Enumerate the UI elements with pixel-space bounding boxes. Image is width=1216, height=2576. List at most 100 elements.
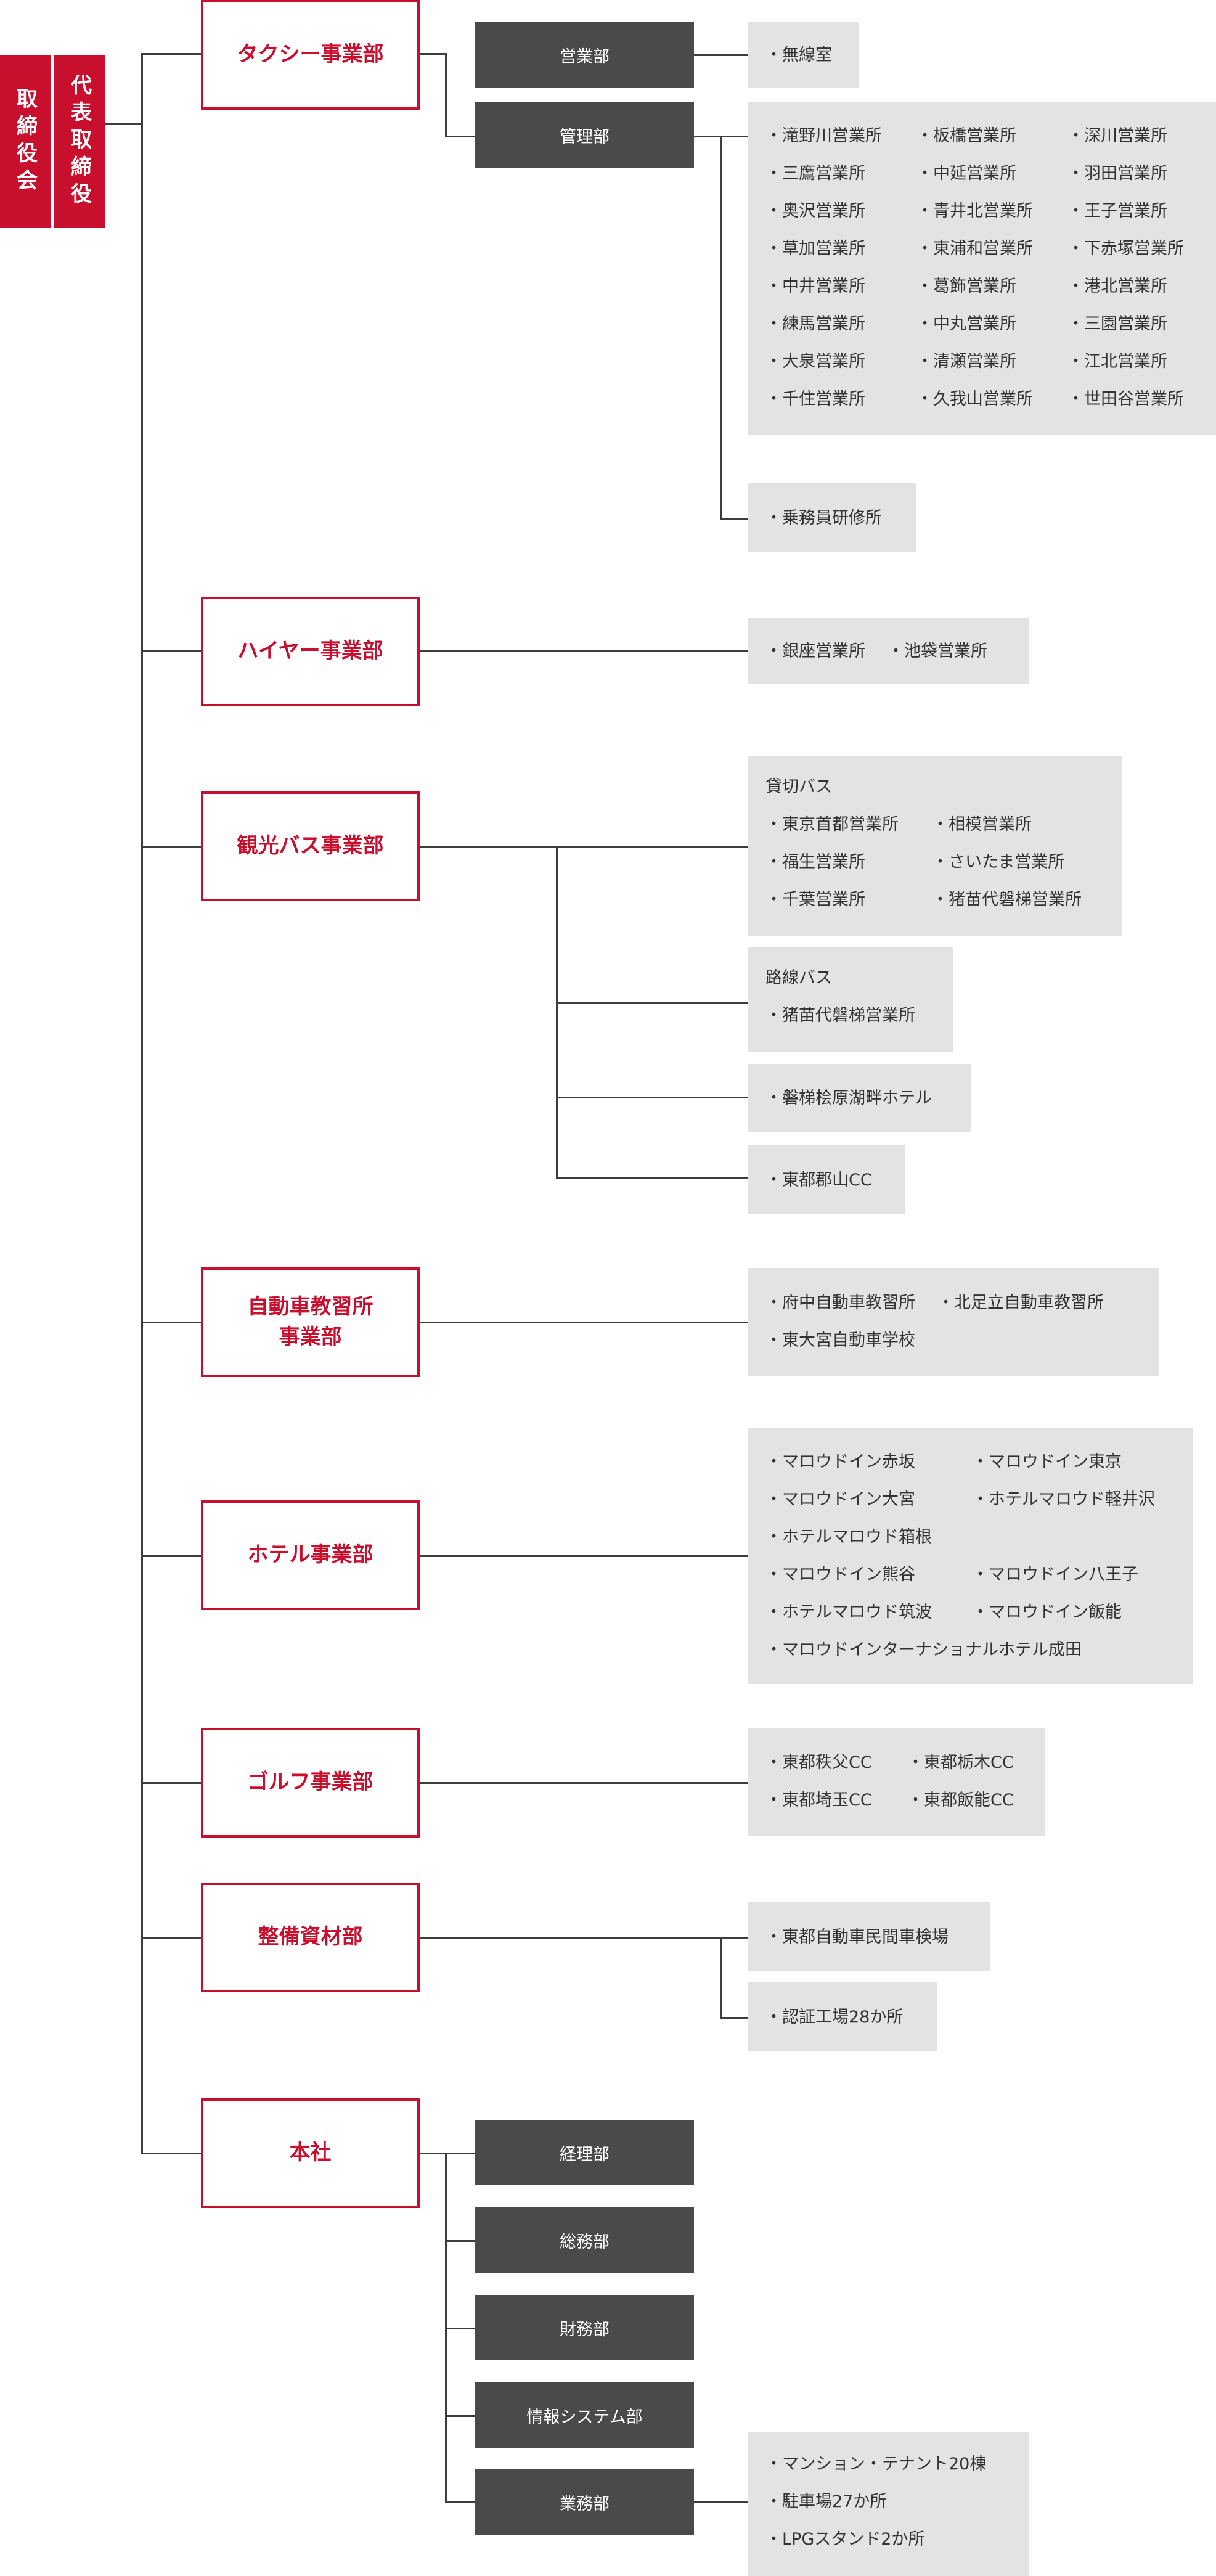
division-school-label-line2: 事業部 <box>279 1325 342 1349</box>
dept-gyomu: 業務部 <box>475 2469 694 2535</box>
connector <box>720 518 748 520</box>
office-item: 久我山営業所 <box>916 380 1067 418</box>
list-taxi-offices: 滝野川営業所 板橋営業所 深川営業所 三鷹営業所 中延営業所 羽田営業所 奥沢営… <box>748 102 1216 435</box>
dept-somu: 総務部 <box>475 2207 694 2273</box>
office-item: 青井北営業所 <box>916 192 1067 230</box>
list-item: 猪苗代磐梯営業所 <box>765 1006 915 1025</box>
dept-eigyo-label: 営業部 <box>560 47 610 67</box>
list-item: さいたま営業所 <box>932 843 1092 881</box>
list-bus-golf: 東都郡山CC <box>748 1145 905 1214</box>
connector <box>694 2501 748 2503</box>
golf-grid: 東都秩父CC 東都栃木CC 東都埼玉CC 東都飯能CC <box>765 1744 1028 1819</box>
office-item: 羽田営業所 <box>1067 155 1203 192</box>
list-item: 無線室 <box>765 36 832 74</box>
connector <box>141 53 202 55</box>
connector <box>141 650 202 652</box>
list-item: 東都栃木CC <box>907 1744 1030 1781</box>
list-item: 府中自動車教習所 <box>765 1284 915 1322</box>
office-item: 中井営業所 <box>765 268 916 305</box>
connector <box>141 1782 202 1784</box>
connector <box>141 1937 202 1939</box>
division-maintenance: 整備資材部 <box>201 1883 420 1992</box>
dept-joho: 情報システム部 <box>475 2382 694 2448</box>
connector <box>420 1555 748 1557</box>
office-item: 清瀬営業所 <box>916 343 1067 380</box>
connector <box>141 846 202 848</box>
ceo-label: 代表取締役 <box>67 74 92 210</box>
office-item: 奥沢営業所 <box>765 192 916 230</box>
list-item: マンション・テナント20棟 <box>765 2445 1012 2483</box>
office-item: 草加営業所 <box>765 230 916 268</box>
dept-joho-label: 情報システム部 <box>526 2407 643 2427</box>
connector <box>445 53 447 137</box>
list-school: 府中自動車教習所 北足立自動車教習所 東大宮自動車学校 <box>748 1268 1159 1376</box>
office-item: 世田谷営業所 <box>1067 380 1203 418</box>
list-golf: 東都秩父CC 東都栃木CC 東都埼玉CC 東都飯能CC <box>748 1728 1045 1836</box>
office-item: 滝野川営業所 <box>765 117 916 155</box>
charter-grid: 東京首都営業所 相模営業所 福生営業所 さいたま営業所 千葉営業所 猪苗代磐梯営… <box>765 806 1104 918</box>
division-hotel: ホテル事業部 <box>201 1500 420 1610</box>
division-school: 自動車教習所 事業部 <box>201 1267 420 1377</box>
list-hire: 銀座営業所 池袋営業所 <box>748 618 1029 684</box>
dept-somu-label: 総務部 <box>560 2232 610 2252</box>
office-item: 三園営業所 <box>1067 305 1203 343</box>
office-item: 中延営業所 <box>916 155 1067 192</box>
connector <box>720 2017 748 2019</box>
office-item: 下赤塚営業所 <box>1067 230 1203 268</box>
list-charter-bus: 貸切バス 東京首都営業所 相模営業所 福生営業所 さいたま営業所 千葉営業所 猪… <box>748 756 1122 936</box>
dept-zaimu-label: 財務部 <box>560 2320 610 2339</box>
connector <box>420 846 748 848</box>
list-item: ホテルマロウド筑波 <box>765 1593 972 1631</box>
list-item: マロウドインターナショナルホテル成田 <box>765 1631 1176 1669</box>
list-item: 東京首都営業所 <box>765 806 932 843</box>
connector <box>420 1937 748 1939</box>
list-item: 福生営業所 <box>765 843 932 881</box>
dept-gyomu-label: 業務部 <box>560 2494 610 2514</box>
dept-zaimu: 財務部 <box>475 2295 694 2360</box>
connector <box>694 54 748 56</box>
connector <box>720 136 722 519</box>
list-item: 相模営業所 <box>932 806 1092 843</box>
connector <box>556 1002 748 1004</box>
dept-keiri-label: 経理部 <box>560 2145 610 2164</box>
division-maintenance-label: 整備資材部 <box>258 1924 363 1950</box>
list-item: 東都埼玉CC <box>765 1781 907 1819</box>
office-item: 王子営業所 <box>1067 192 1203 230</box>
board-box: 取締役会 <box>0 55 51 228</box>
list-item: 千葉営業所 <box>765 881 932 918</box>
list-item: ホテルマロウド軽井沢 <box>972 1481 1194 1518</box>
dept-eigyo: 営業部 <box>475 22 694 88</box>
dept-keiri: 経理部 <box>475 2120 694 2185</box>
division-hq: 本社 <box>201 2098 420 2208</box>
list-item: LPGスタンド2か所 <box>765 2521 1012 2558</box>
list-item: 池袋営業所 <box>888 632 987 670</box>
school-row: 府中自動車教習所 北足立自動車教習所 <box>765 1284 1141 1322</box>
office-item: 江北営業所 <box>1067 343 1203 380</box>
division-hire-label: ハイヤー事業部 <box>237 639 383 664</box>
division-hire: ハイヤー事業部 <box>201 597 420 706</box>
ceo-box: 代表取締役 <box>54 55 105 228</box>
list-musenshitsu: 無線室 <box>748 22 859 88</box>
list-item: 猪苗代磐梯営業所 <box>932 881 1092 918</box>
connector <box>720 1937 722 2018</box>
connector <box>420 650 748 652</box>
route-title: 路線バス <box>765 968 832 987</box>
board-label: 取締役会 <box>12 88 38 196</box>
division-golf: ゴルフ事業部 <box>201 1728 420 1838</box>
main-spine <box>141 53 143 2153</box>
list-item: マロウドイン赤坂 <box>765 1443 972 1481</box>
office-item: 深川営業所 <box>1067 117 1203 155</box>
list-item: マロウドイン飯能 <box>972 1593 1194 1631</box>
list-item: 駐車場27か所 <box>765 2483 1012 2521</box>
connector <box>420 2153 446 2154</box>
connector <box>141 2153 202 2154</box>
list-item: 北足立自動車教習所 <box>937 1284 1104 1322</box>
connector <box>445 2501 476 2503</box>
division-school-label-line1: 自動車教習所 <box>247 1294 373 1319</box>
list-item: マロウドイン東京 <box>972 1443 1194 1481</box>
connector <box>141 1555 202 1557</box>
hire-row: 銀座営業所 池袋営業所 <box>765 632 987 670</box>
division-taxi-label: タクシー事業部 <box>237 42 384 67</box>
list-item: 東都飯能CC <box>907 1781 1030 1819</box>
list-training: 乗務員研修所 <box>748 483 916 552</box>
